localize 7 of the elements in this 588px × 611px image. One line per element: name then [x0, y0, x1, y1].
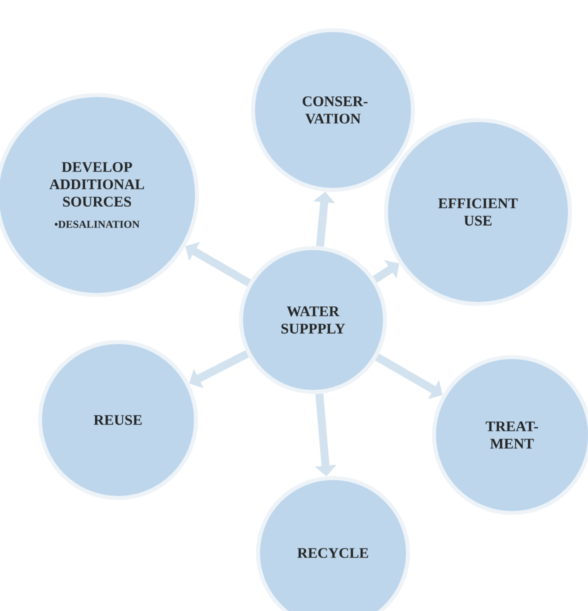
circle-node: CONSER- VATION	[251, 28, 415, 192]
circle-node: REUSE	[38, 340, 198, 500]
circle-node: WATER SUPPPLY	[239, 246, 387, 394]
circle-node: EFFICIENT USE	[384, 118, 572, 306]
arrow	[372, 260, 400, 283]
circle-node: TREAT- MENT	[432, 355, 588, 515]
circle-node: RECYCLE	[256, 476, 410, 611]
